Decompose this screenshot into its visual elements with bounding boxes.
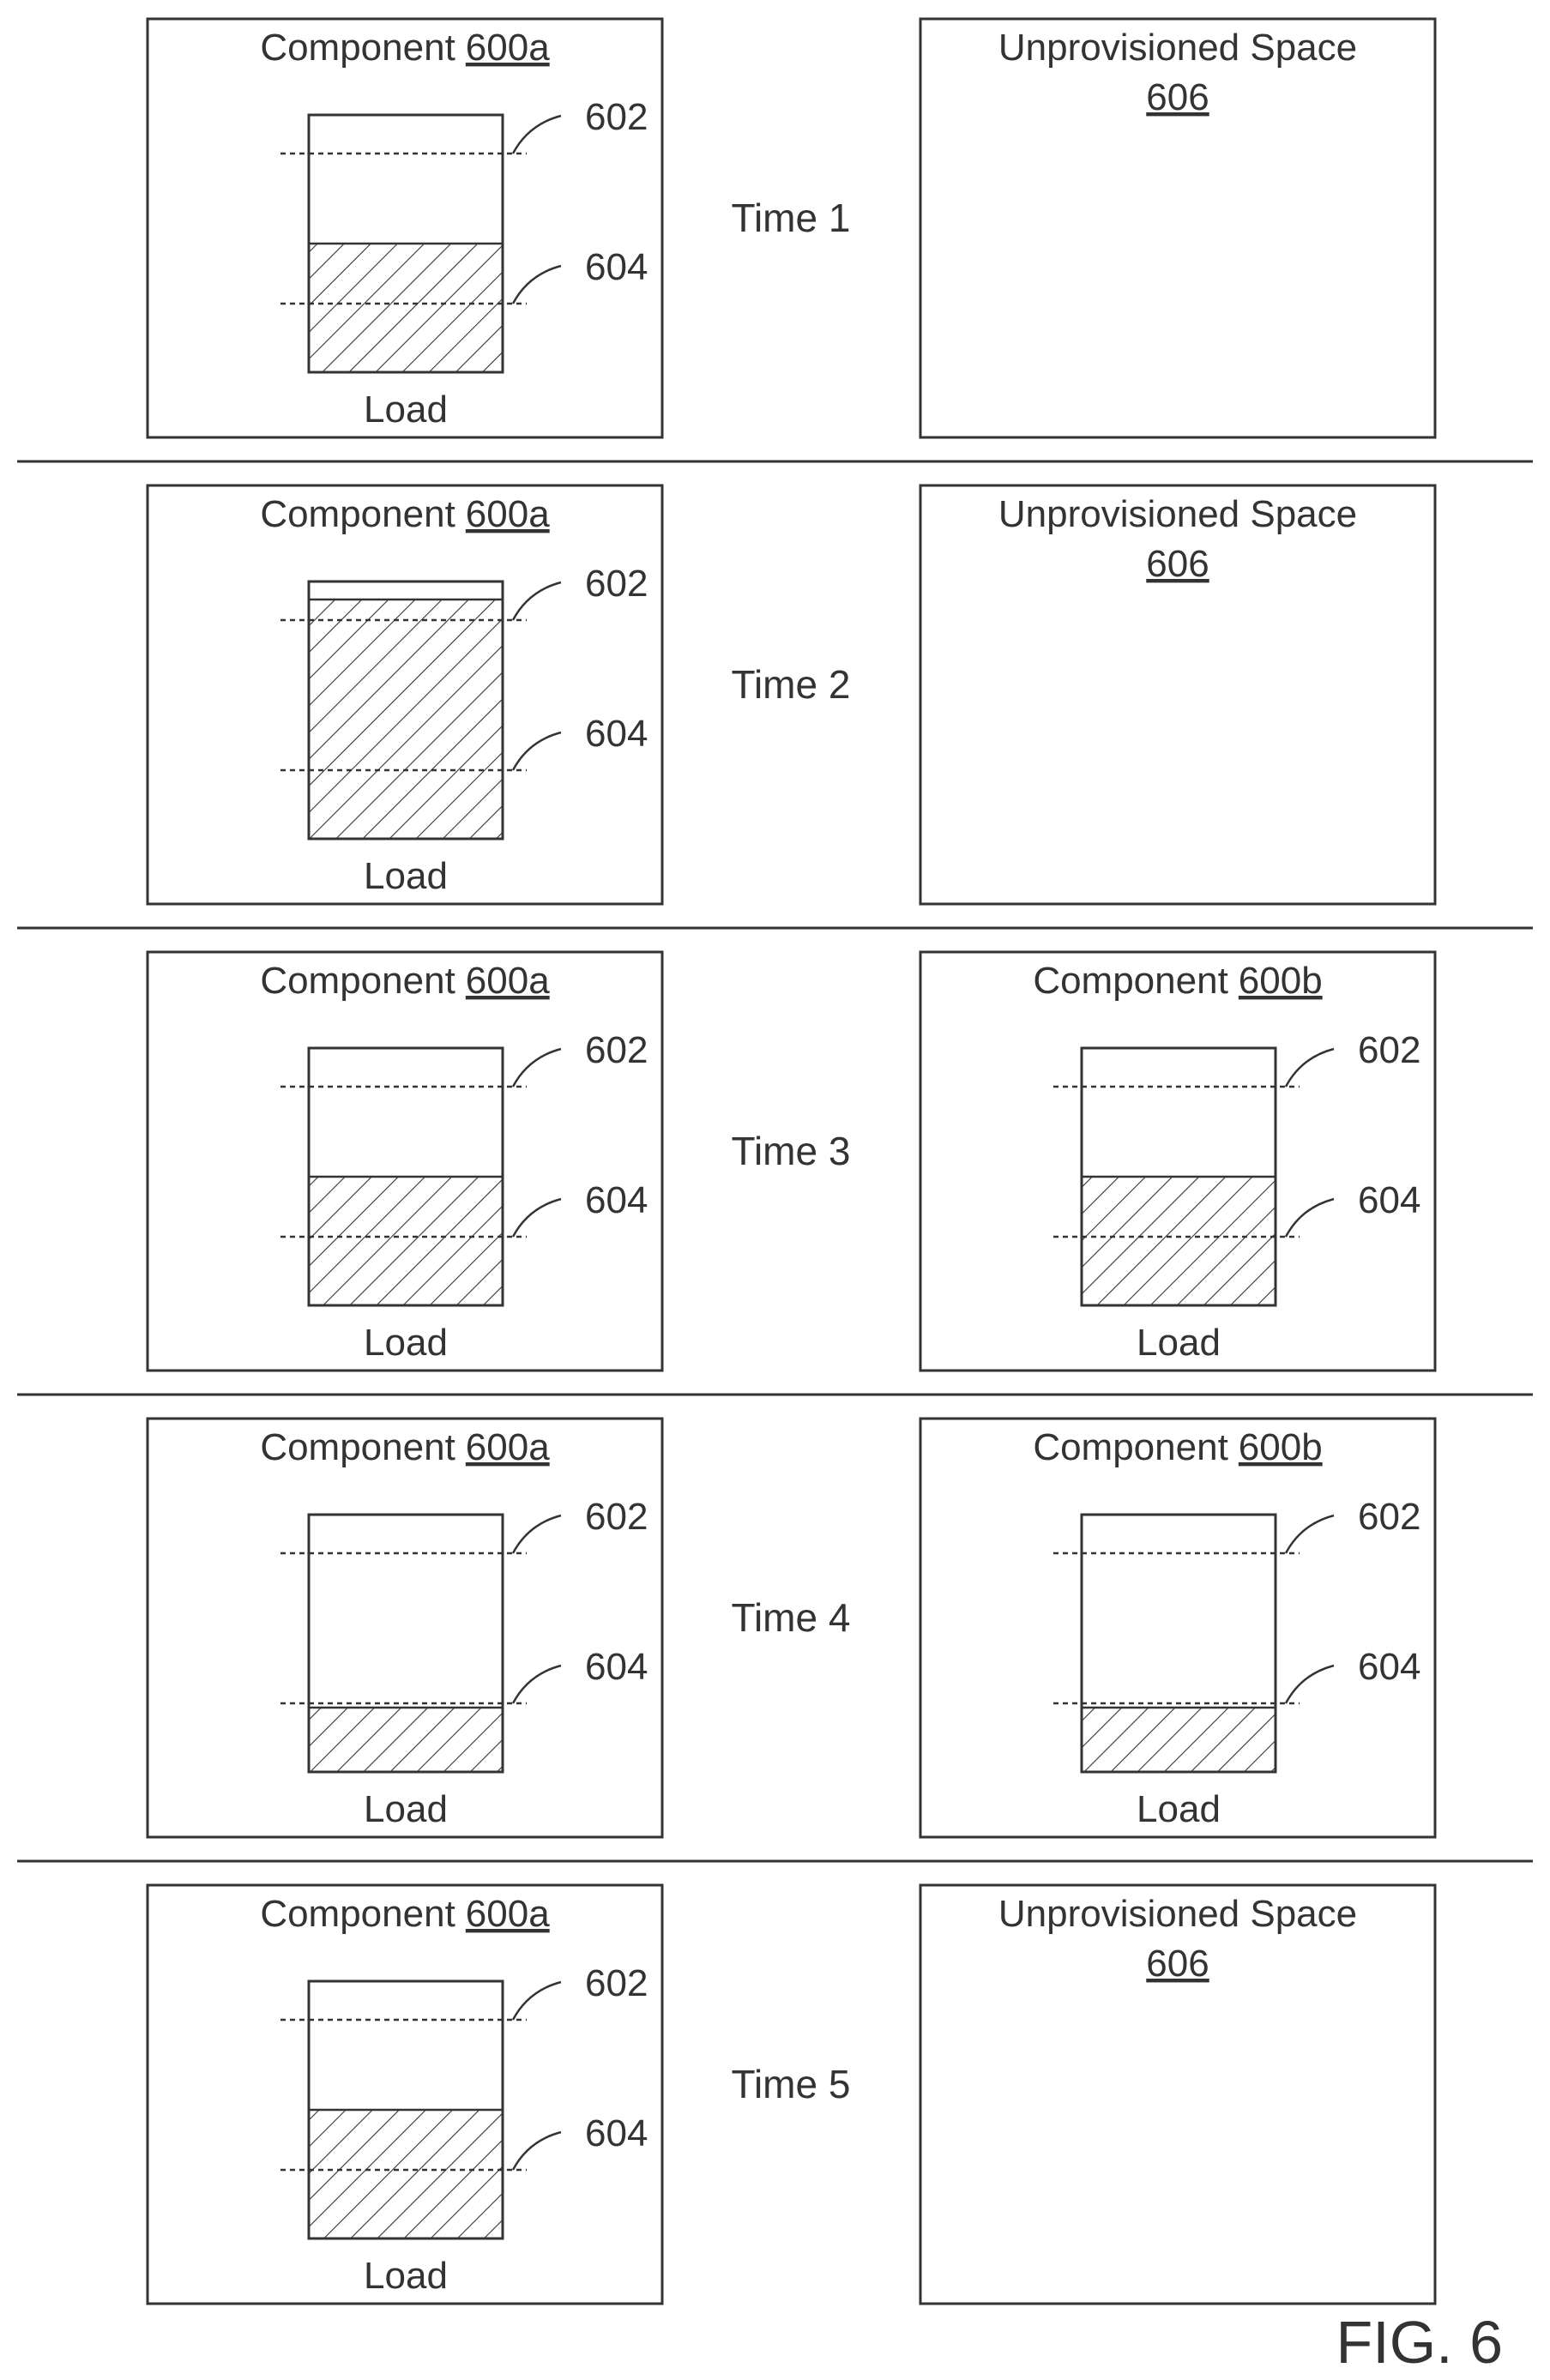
load-fill: [309, 1177, 503, 1305]
threshold-604-leader: [513, 1666, 561, 1703]
time-label: Time 5: [732, 2062, 851, 2106]
load-label: Load: [1137, 1322, 1221, 1364]
left-panel-title: Component 600a: [260, 1893, 550, 1935]
threshold-604-label: 604: [1358, 1646, 1420, 1688]
title-prefix: Component: [260, 493, 455, 535]
unprovisioned-ref: 606: [1146, 1943, 1209, 1985]
left-panel-title: Component 600a: [260, 960, 550, 1002]
threshold-602-leader: [513, 1515, 561, 1553]
time-label: Time 3: [732, 1129, 851, 1173]
threshold-602-label: 602: [585, 1029, 648, 1071]
threshold-604-label: 604: [585, 1179, 648, 1221]
threshold-602-label: 602: [585, 1962, 648, 2004]
threshold-602-label: 602: [1358, 1496, 1420, 1538]
title-ref: 600a: [466, 1893, 550, 1935]
title-prefix: Component: [1033, 1426, 1227, 1468]
threshold-604-leader: [513, 732, 561, 770]
load-label: Load: [364, 2255, 448, 2297]
time-row-4: Component 600a 602 604Load Component 600b 602 6…: [17, 1419, 1533, 1861]
title-prefix: Component: [1033, 960, 1227, 1002]
right-panel-title: Component 600b: [1033, 1426, 1322, 1468]
threshold-604-label: 604: [585, 713, 648, 755]
title-ref: 600b: [1239, 960, 1323, 1002]
threshold-602-leader: [1286, 1515, 1334, 1553]
load-fill: [1082, 1708, 1276, 1772]
figure-label: FIG. 6: [1336, 2309, 1503, 2376]
threshold-604-leader: [513, 1199, 561, 1237]
threshold-604-label: 604: [585, 246, 648, 288]
right-panel-title: Component 600b: [1033, 960, 1322, 1002]
time-rows: Component600a602604LoadUnprovisioned Spa…: [17, 19, 1533, 2304]
title-ref: 600a: [466, 960, 550, 1002]
threshold-602-leader: [1286, 1049, 1334, 1087]
time-row-1: Component 600a 602 604Load Unprovisioned Spa…: [17, 19, 1533, 461]
time-label: Time 4: [732, 1595, 851, 1640]
load-fill: [309, 1708, 503, 1772]
threshold-602-label: 602: [585, 563, 648, 605]
unprovisioned-ref: 606: [1146, 76, 1209, 118]
time-label: Time 2: [732, 662, 851, 707]
title-prefix: Component: [260, 27, 455, 69]
threshold-604-leader: [1286, 1199, 1334, 1237]
right-panel-border: [920, 952, 1435, 1371]
left-panel-border: [148, 952, 662, 1371]
title-ref: 600a: [466, 493, 550, 535]
threshold-604-leader: [513, 2132, 561, 2170]
left-panel-border: [148, 1885, 662, 2304]
load-label: Load: [364, 1788, 448, 1830]
title-ref: 600a: [466, 1426, 550, 1468]
load-label: Load: [1137, 1788, 1221, 1830]
threshold-602-leader: [513, 116, 561, 154]
unprovisioned-title: Unprovisioned Space: [998, 27, 1357, 69]
left-panel-border: [148, 1419, 662, 1837]
load-label: Load: [364, 389, 448, 431]
threshold-602-label: 602: [1358, 1029, 1420, 1071]
threshold-604-label: 604: [1358, 1179, 1420, 1221]
threshold-602-label: 602: [585, 1496, 648, 1538]
load-fill: [1082, 1177, 1276, 1305]
threshold-602-label: 602: [585, 96, 648, 138]
title-prefix: Component: [260, 960, 455, 1002]
load-label: Load: [364, 855, 448, 897]
load-fill: [309, 2110, 503, 2238]
time-row-3: Component 600a 602 604Load Component 600b 602 6…: [17, 952, 1533, 1395]
unprovisioned-ref: 606: [1146, 543, 1209, 585]
threshold-604-leader: [1286, 1666, 1334, 1703]
left-panel-title: Component 600a: [260, 1426, 550, 1468]
threshold-604-leader: [513, 266, 561, 304]
title-prefix: Component: [260, 1426, 455, 1468]
unprovisioned-title: Unprovisioned Space: [998, 493, 1357, 535]
right-panel-border: [920, 1419, 1435, 1837]
load-label: Load: [364, 1322, 448, 1364]
title-ref: 600b: [1239, 1426, 1323, 1468]
load-fill: [309, 600, 503, 839]
threshold-604-label: 604: [585, 2112, 648, 2154]
left-panel-title: Component 600a: [260, 27, 550, 69]
title-ref: 600a: [466, 27, 550, 69]
title-prefix: Component: [260, 1893, 455, 1935]
left-panel-title: Component 600a: [260, 493, 550, 535]
time-row-5: Component 600a 602 604Load Unprovisioned Spa…: [148, 1885, 1435, 2304]
threshold-602-leader: [513, 1982, 561, 2020]
time-label: Time 1: [732, 196, 851, 240]
threshold-602-leader: [513, 582, 561, 620]
load-fill: [309, 244, 503, 372]
time-row-2: Component 600a 602 604Load Unprovisioned Spa…: [17, 485, 1533, 928]
threshold-604-label: 604: [585, 1646, 648, 1688]
unprovisioned-title: Unprovisioned Space: [998, 1893, 1357, 1935]
threshold-602-leader: [513, 1049, 561, 1087]
left-panel-border: [148, 19, 662, 437]
